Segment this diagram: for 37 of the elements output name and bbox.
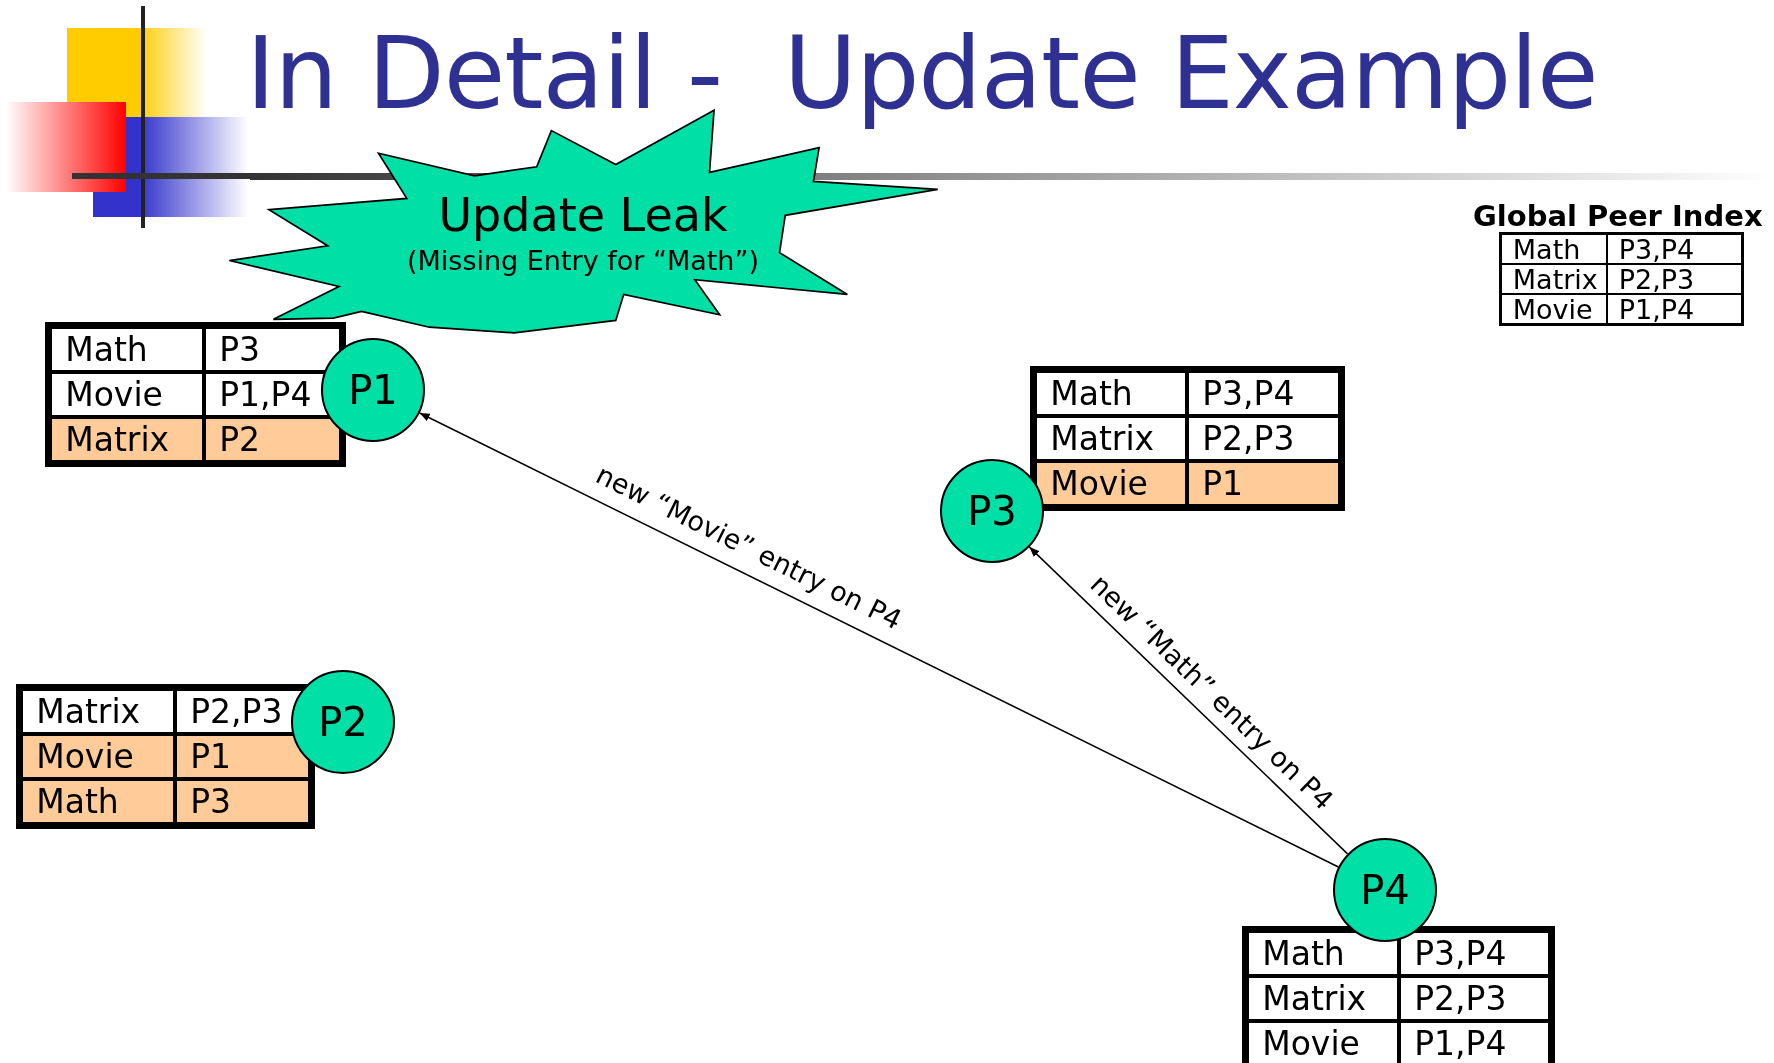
- table-cell: Movie: [1035, 461, 1187, 506]
- arrow: [418, 412, 1340, 868]
- table-cell: Matrix: [1035, 416, 1187, 461]
- table-cell: P3,P4: [1607, 234, 1742, 264]
- table-cell: Math: [1035, 371, 1187, 416]
- table-cell: Movie: [21, 734, 175, 779]
- table-cell: Math: [1501, 234, 1607, 264]
- table-cell: P2,P3: [1399, 976, 1550, 1021]
- table-cell: P3,P4: [1399, 931, 1550, 976]
- table-cell: P2,P3: [1187, 416, 1340, 461]
- table-cell: P3: [175, 779, 310, 824]
- table-cell: P3,P4: [1187, 371, 1340, 416]
- table-cell: P1,P4: [1399, 1021, 1550, 1063]
- peer-label: P2: [318, 699, 368, 745]
- table-cell: Math: [21, 779, 175, 824]
- table-cell: Math: [1247, 931, 1399, 976]
- peer-label: P4: [1360, 867, 1410, 913]
- arrow: [1028, 546, 1349, 855]
- table-heading: Global Peer Index: [1473, 199, 1763, 233]
- table-cell: Matrix: [50, 417, 204, 462]
- table-cell: Movie: [1247, 1021, 1399, 1063]
- peer-label: P3: [967, 488, 1017, 534]
- table-cell: Matrix: [21, 689, 175, 734]
- table-cell: P2: [204, 417, 341, 462]
- table-cell: P1: [1187, 461, 1340, 506]
- callout-heading: Update Leak: [437, 190, 729, 241]
- table-cell: Matrix: [1247, 976, 1399, 1021]
- table-cell: P1,P4: [1607, 294, 1742, 324]
- table-cell: Matrix: [1501, 264, 1607, 294]
- table-cell: Movie: [1501, 294, 1607, 324]
- peer-label: P1: [348, 367, 398, 413]
- table-cell: P1: [175, 734, 310, 779]
- table-cell: P2,P3: [1607, 264, 1742, 294]
- slide-title: In Detail - Update Example: [246, 14, 1598, 134]
- table-cell: Movie: [50, 372, 204, 417]
- table-cell: Math: [50, 327, 204, 372]
- callout-text: (Missing Entry for “Math”): [406, 246, 760, 276]
